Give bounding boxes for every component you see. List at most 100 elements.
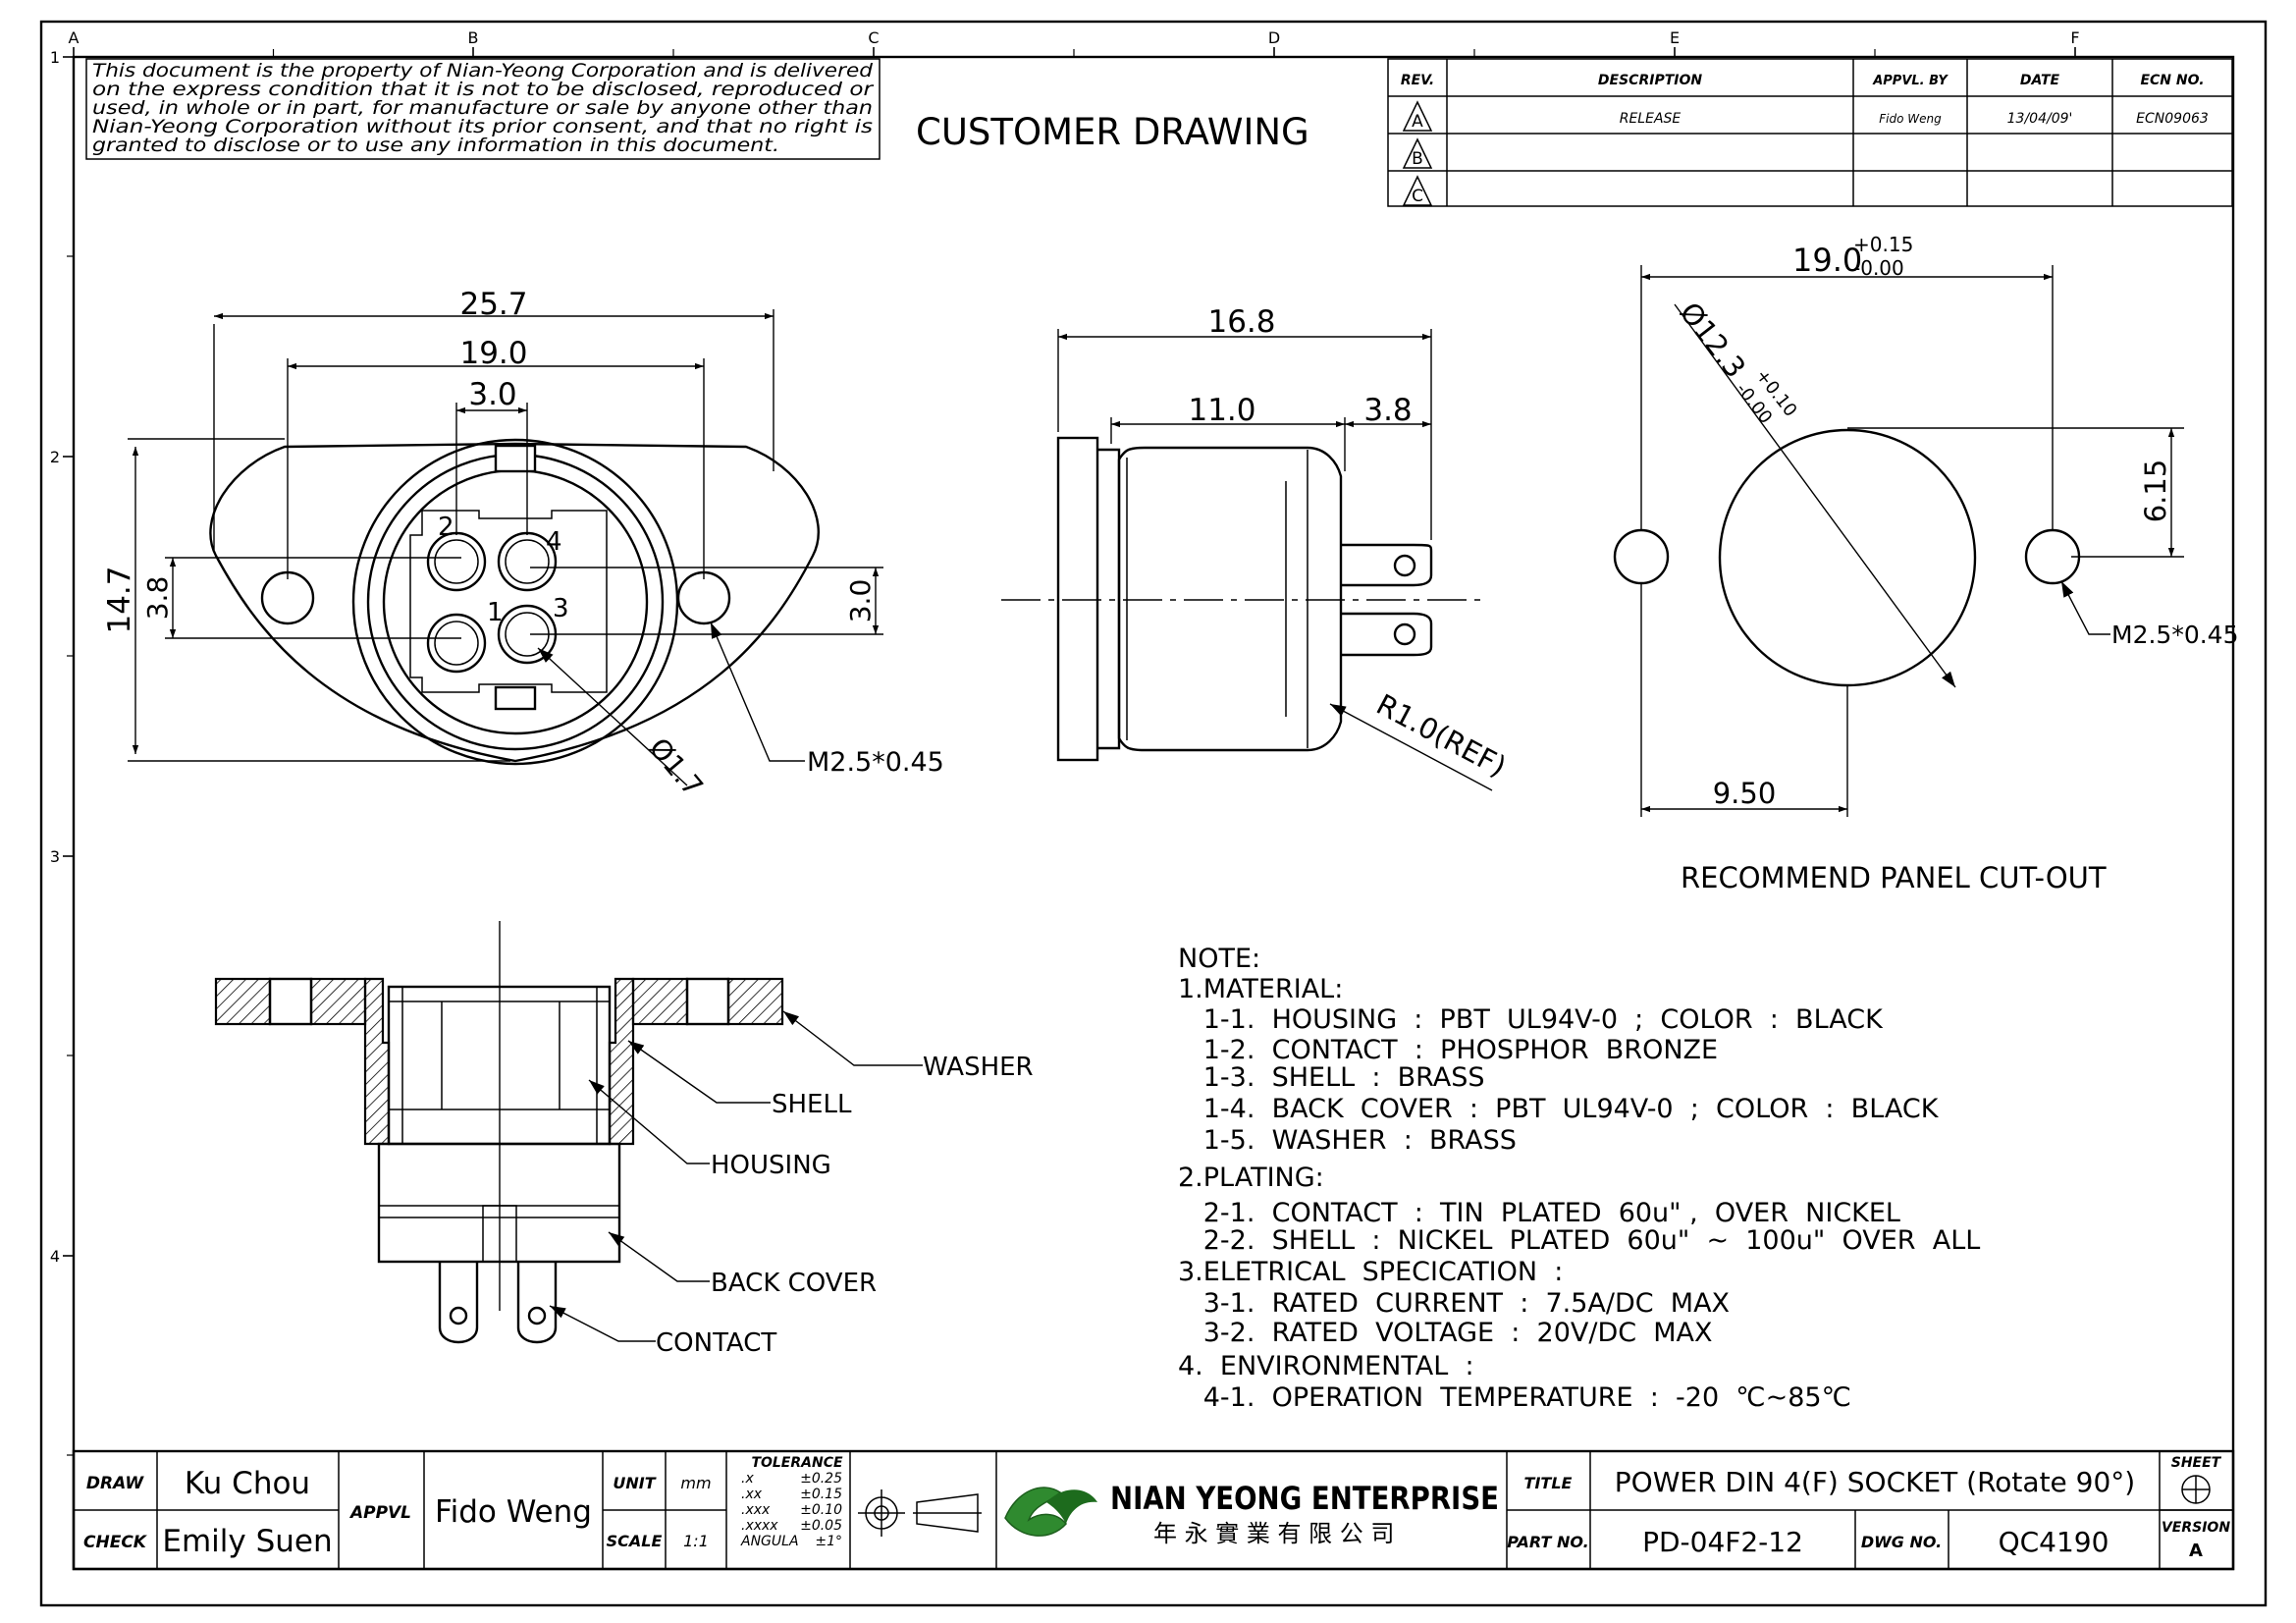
notice-line-5: granted to disclose or to use any inform… — [92, 135, 779, 156]
rev-a-date: 13/04/09' — [2007, 111, 2073, 127]
proprietary-notice: This document is the property of Nian-Ye… — [85, 58, 881, 160]
tolerance-key-2: .xx — [741, 1487, 763, 1502]
zone-marker-d: D — [1268, 28, 1280, 47]
company-logo-icon — [1004, 1487, 1097, 1537]
rev-triangle-c: C — [1402, 175, 1433, 206]
back-cover-label: BACK COVER — [711, 1269, 877, 1298]
rev-a-description: RELEASE — [1620, 111, 1682, 127]
rev-col-header: REV. — [1401, 73, 1434, 88]
cutout-main-circle — [1718, 428, 1977, 687]
mounting-hole-left — [260, 570, 315, 625]
zone-marker-e: E — [1670, 28, 1680, 47]
draw-name: Ku Chou — [185, 1466, 310, 1501]
pin-label-4: 4 — [546, 527, 562, 557]
projection-symbol-icon — [858, 1489, 982, 1537]
note-line-1: NOTE: — [1178, 944, 1260, 974]
tolerance-value-4: ±0.05 — [800, 1518, 842, 1534]
pin-2 — [426, 531, 487, 592]
tolerance-list: .x±0.25.xx±0.15.xxx±0.10.xxxx±0.05ANGULA… — [740, 1471, 842, 1549]
side-radius-note: R1.0(REF) — [1371, 687, 1512, 784]
rev-triangle-a: A — [1402, 100, 1433, 132]
tolerance-value-1: ±0.25 — [800, 1471, 842, 1487]
tolerance-title: TOLERANCE — [751, 1455, 843, 1471]
zone-marker-c: C — [868, 28, 879, 47]
housing-label: HOUSING — [711, 1151, 831, 1180]
note-line-14: 4. ENVIRONMENTAL : — [1178, 1351, 1474, 1381]
part-label: PART NO. — [1507, 1533, 1588, 1551]
notice-line-2: on the express condition that it is not … — [92, 79, 874, 100]
description-col-header: DESCRIPTION — [1598, 73, 1702, 88]
contact-left — [438, 1262, 479, 1344]
front-view: 2 4 1 3 25.7 19.0 3.0 14.7 3.8 3.0 — [102, 287, 944, 803]
mounting-hole-right — [676, 570, 731, 625]
dim-cutout-width: 19.0 — [1792, 242, 1862, 279]
tolerance-value-5: ±1° — [815, 1534, 842, 1549]
note-line-8: 2.PLATING: — [1178, 1163, 1324, 1193]
unit-value: mm — [680, 1474, 711, 1492]
rev-c-label: C — [1412, 187, 1423, 206]
sheet-label: SHEET — [2171, 1455, 2222, 1471]
contact-right — [516, 1262, 558, 1344]
zone-marker-b: B — [468, 28, 479, 47]
side-body — [1117, 446, 1343, 752]
zone-marker-1: 1 — [50, 48, 60, 67]
rev-a-approved-by: Fido Weng — [1879, 112, 1942, 126]
washer-right-block — [726, 977, 784, 1026]
cutout-hole-thread-label: M2.5*0.45 — [2111, 621, 2239, 649]
pin-1 — [426, 613, 487, 674]
dim-front-width: 25.7 — [459, 287, 527, 322]
pin-label-1: 1 — [487, 598, 504, 627]
dim-front-height: 14.7 — [102, 566, 137, 633]
drawing-type-title: CUSTOMER DRAWING — [916, 111, 1309, 153]
zone-marker-4: 4 — [50, 1247, 60, 1266]
dim-cutout-diameter: Ø12.3 — [1673, 296, 1752, 384]
housing-key-profile — [409, 510, 608, 693]
note-line-12: 3-1. RATED CURRENT : 7.5A/DC MAX — [1178, 1288, 1730, 1319]
side-contact-lower — [1341, 612, 1433, 657]
draw-label: DRAW — [86, 1474, 144, 1493]
appvl-label: APPVL — [348, 1503, 411, 1523]
dim-pin-diameter: Ø1.7 — [643, 731, 710, 802]
company-name-chinese: 年 永 實 業 有 限 公 司 — [1153, 1520, 1394, 1547]
rev-a-ecn: ECN09063 — [2136, 111, 2209, 127]
title-value: POWER DIN 4(F) SOCKET (Rotate 90°) — [1615, 1466, 2135, 1498]
title-label: TITLE — [1524, 1474, 1573, 1492]
pin-label-2: 2 — [438, 513, 454, 542]
dim-front-pin-pitch: 3.0 — [468, 377, 516, 412]
dim-cutout-half: 9.50 — [1713, 777, 1777, 810]
dim-cutout-offset: 6.15 — [2139, 460, 2172, 523]
rev-b-label: B — [1412, 149, 1423, 169]
note-line-4: 1-2. CONTACT : PHOSPHOR BRONZE — [1178, 1035, 1718, 1065]
notice-line-4: Nian-Yeong Corporation without its prior… — [92, 116, 873, 137]
dwg-value: QC4190 — [1999, 1526, 2109, 1558]
cutout-title: RECOMMEND PANEL CUT-OUT — [1681, 861, 2107, 894]
scale-value: 1:1 — [683, 1532, 709, 1550]
dim-cutout-tol-minus: -0.00 — [1853, 256, 1904, 280]
tolerance-key-4: .xxxx — [741, 1518, 778, 1534]
date-col-header: DATE — [2020, 73, 2060, 88]
scale-label: SCALE — [607, 1532, 663, 1550]
note-line-7: 1-5. WASHER : BRASS — [1178, 1125, 1517, 1156]
section-view: WASHER SHELL HOUSING BACK COVER CONTACT — [214, 921, 1034, 1358]
note-line-15: 4-1. OPERATION TEMPERATURE : -20 ℃~85℃ — [1178, 1382, 1851, 1413]
tolerance-key-3: .xxx — [741, 1502, 771, 1518]
side-view: 16.8 11.0 3.8 R1.0(REF) — [1001, 304, 1512, 791]
shell-label: SHELL — [772, 1090, 852, 1119]
unit-label: UNIT — [613, 1474, 656, 1492]
dim-side-tail: 3.8 — [1363, 393, 1412, 428]
notes-block: NOTE:1.MATERIAL: 1-1. HOUSING : PBT UL94… — [1178, 944, 1980, 1413]
rev-a-label: A — [1412, 112, 1423, 132]
notice-line-1: This document is the property of Nian-Ye… — [92, 60, 874, 81]
dim-front-hole-pitch: 19.0 — [459, 336, 527, 371]
dim-side-body: 11.0 — [1188, 393, 1255, 428]
approved-by-col-header: APPVL. BY — [1872, 74, 1949, 88]
washer-left-block — [214, 977, 272, 1026]
panel-cutout: 19.0 +0.15 -0.00 Ø12.3 +0.10 -0.00 6.15 … — [1613, 233, 2239, 894]
version-value: A — [2189, 1541, 2203, 1561]
cutout-hole-right — [2024, 528, 2081, 585]
front-hole-thread-label: M2.5*0.45 — [807, 747, 944, 778]
dwg-label: DWG NO. — [1861, 1533, 1942, 1551]
